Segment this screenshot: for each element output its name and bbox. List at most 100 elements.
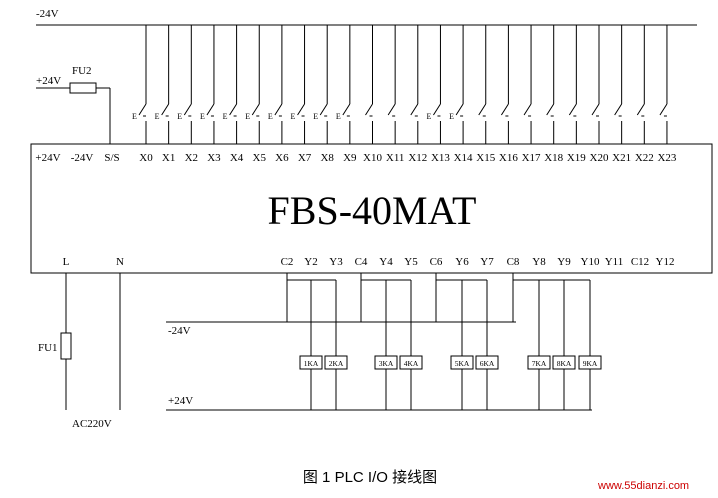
terminal-x2: X2 <box>185 152 198 164</box>
switch-tag: E <box>313 112 318 121</box>
output-wiring-group <box>286 273 590 322</box>
terminal-x1: X1 <box>162 152 175 164</box>
terminal-c12: C12 <box>631 256 649 268</box>
relay-label: 7KA <box>532 359 547 368</box>
relay-coil-6ka: 6KA <box>475 280 499 410</box>
terminal-x7: X7 <box>298 152 312 164</box>
terminal-y8: Y8 <box>532 256 546 268</box>
relay-label: 9KA <box>583 359 598 368</box>
ac220v-label: AC220V <box>72 418 112 430</box>
terminal-c4: C4 <box>355 256 368 268</box>
relay-coil-group: 1KA 2KA 3KA 4KA 5KA 6KA 7KA 8KA 9KA <box>299 280 602 410</box>
input-switch-x12 <box>410 25 419 144</box>
terminal-24v: +24V <box>35 152 60 164</box>
switch-tag: E <box>132 112 137 121</box>
top-minus24v-label: -24V <box>36 8 59 20</box>
terminal-y4: Y4 <box>379 256 393 268</box>
terminal-x5: X5 <box>253 152 267 164</box>
input-switch-x15 <box>478 25 487 144</box>
terminal-n: N <box>116 256 124 268</box>
terminal-x10: X10 <box>363 152 382 164</box>
terminal-x9: X9 <box>343 152 357 164</box>
terminal-y6: Y6 <box>455 256 469 268</box>
terminal-x20: X20 <box>590 152 609 164</box>
switch-tag: E <box>155 112 160 121</box>
relay-coil-7ka: 7KA <box>527 280 551 410</box>
terminal-x4: X4 <box>230 152 244 164</box>
relay-coil-4ka: 4KA <box>399 280 423 410</box>
input-switch-x4: E <box>223 25 238 144</box>
terminal-x11: X11 <box>386 152 405 164</box>
fu1-fuse <box>60 332 72 360</box>
terminal-y11: Y11 <box>605 256 624 268</box>
input-switch-x21 <box>614 25 623 144</box>
terminal-x17: X17 <box>522 152 541 164</box>
input-switch-x9: E <box>336 25 351 144</box>
relay-coil-9ka: 9KA <box>578 280 602 410</box>
fu2-fuse <box>36 82 111 144</box>
figure-caption: 图 1 PLC I/O 接线图 <box>303 469 437 486</box>
switch-tag: E <box>426 112 431 121</box>
relay-label: 6KA <box>480 359 495 368</box>
ac-supply-wiring <box>60 273 121 410</box>
coil-plus24v-label: +24V <box>168 395 193 407</box>
switch-tag: E <box>336 112 341 121</box>
terminal-x6: X6 <box>275 152 289 164</box>
terminal-x12: X12 <box>408 152 427 164</box>
input-switch-x3: E <box>200 25 215 144</box>
switch-tag: E <box>449 112 454 121</box>
coil-minus24v-label: -24V <box>168 325 191 337</box>
relay-label: 4KA <box>404 359 419 368</box>
input-switch-x2: E <box>177 25 192 144</box>
terminal-y5: Y5 <box>404 256 418 268</box>
input-switch-x0: E <box>132 25 147 144</box>
relay-label: 2KA <box>329 359 344 368</box>
terminal-x18: X18 <box>544 152 563 164</box>
relay-label: 8KA <box>557 359 572 368</box>
terminal-x13: X13 <box>431 152 450 164</box>
relay-coil-3ka: 3KA <box>374 280 398 410</box>
terminal-x23: X23 <box>657 152 676 164</box>
input-switch-x16 <box>500 25 509 144</box>
terminal-y2: Y2 <box>304 256 317 268</box>
relay-coil-2ka: 2KA <box>324 280 348 410</box>
terminal-c8: C8 <box>507 256 520 268</box>
watermark-text: www.55dianzi.com <box>597 480 689 492</box>
switch-tag: E <box>223 112 228 121</box>
terminal-y10: Y10 <box>581 256 600 268</box>
terminal-l: L <box>63 256 70 268</box>
terminal-x15: X15 <box>476 152 495 164</box>
fu2-label: FU2 <box>72 65 92 77</box>
terminal-y9: Y9 <box>557 256 571 268</box>
terminal-c2: C2 <box>281 256 294 268</box>
terminal-y3: Y3 <box>329 256 343 268</box>
relay-coil-5ka: 5KA <box>450 280 474 410</box>
input-switch-x1: E <box>155 25 170 144</box>
terminal-x21: X21 <box>612 152 631 164</box>
input-switch-x5: E <box>245 25 260 144</box>
input-switch-x17 <box>523 25 532 144</box>
terminal-24v: -24V <box>71 152 94 164</box>
terminal-y7: Y7 <box>480 256 494 268</box>
input-switch-x6: E <box>268 25 283 144</box>
terminal-x14: X14 <box>454 152 473 164</box>
plc-model-label: FBS-40MAT <box>268 188 477 233</box>
input-switch-x8: E <box>313 25 328 144</box>
terminal-c6: C6 <box>430 256 443 268</box>
relay-coil-1ka: 1KA <box>299 280 323 410</box>
relay-label: 3KA <box>379 359 394 368</box>
switch-tag: E <box>177 112 182 121</box>
input-switch-x7: E <box>291 25 306 144</box>
terminal-s-s: S/S <box>104 152 119 164</box>
terminal-x19: X19 <box>567 152 586 164</box>
input-switch-x11 <box>387 25 396 144</box>
relay-coil-8ka: 8KA <box>552 280 576 410</box>
relay-label: 5KA <box>455 359 470 368</box>
input-switch-x18 <box>546 25 555 144</box>
switch-tag: E <box>200 112 205 121</box>
terminal-x16: X16 <box>499 152 518 164</box>
input-switch-x22 <box>636 25 645 144</box>
input-switch-x14: E <box>449 25 464 144</box>
